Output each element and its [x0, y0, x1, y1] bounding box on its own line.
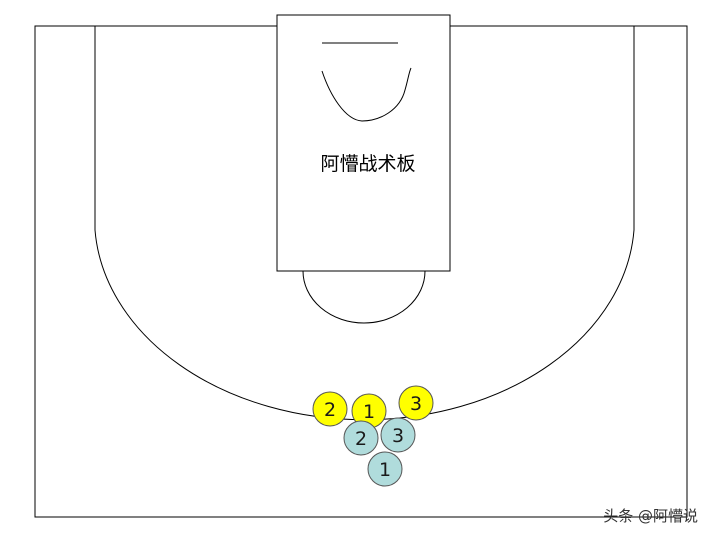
key-area: [276, 14, 451, 272]
offense-player-3[interactable]: 3: [398, 385, 434, 421]
defense-player-label: 2: [355, 428, 367, 450]
offense-player-label: 2: [324, 399, 336, 421]
offense-player-token[interactable]: [312, 391, 348, 427]
defense-player-token[interactable]: [367, 451, 403, 487]
offense-player-2[interactable]: 2: [312, 391, 348, 427]
watermark: 头条 @阿懵说: [603, 507, 698, 525]
defense-player-1[interactable]: 1: [367, 451, 403, 487]
defense-player-token[interactable]: [343, 420, 379, 456]
board-title: 阿懵战术板: [320, 153, 415, 175]
offense-player-label: 3: [410, 393, 422, 415]
defense-player-token[interactable]: [380, 417, 416, 453]
defense-player-label: 1: [379, 459, 391, 481]
offense-player-label: 1: [363, 401, 375, 423]
defense-player-2[interactable]: 2: [343, 420, 379, 456]
defense-player-label: 3: [392, 425, 404, 447]
restricted-area-arc: [321, 67, 412, 122]
free-throw-circle: [302, 270, 426, 324]
offense-player-token[interactable]: [398, 385, 434, 421]
defense-player-3[interactable]: 3: [380, 417, 416, 453]
